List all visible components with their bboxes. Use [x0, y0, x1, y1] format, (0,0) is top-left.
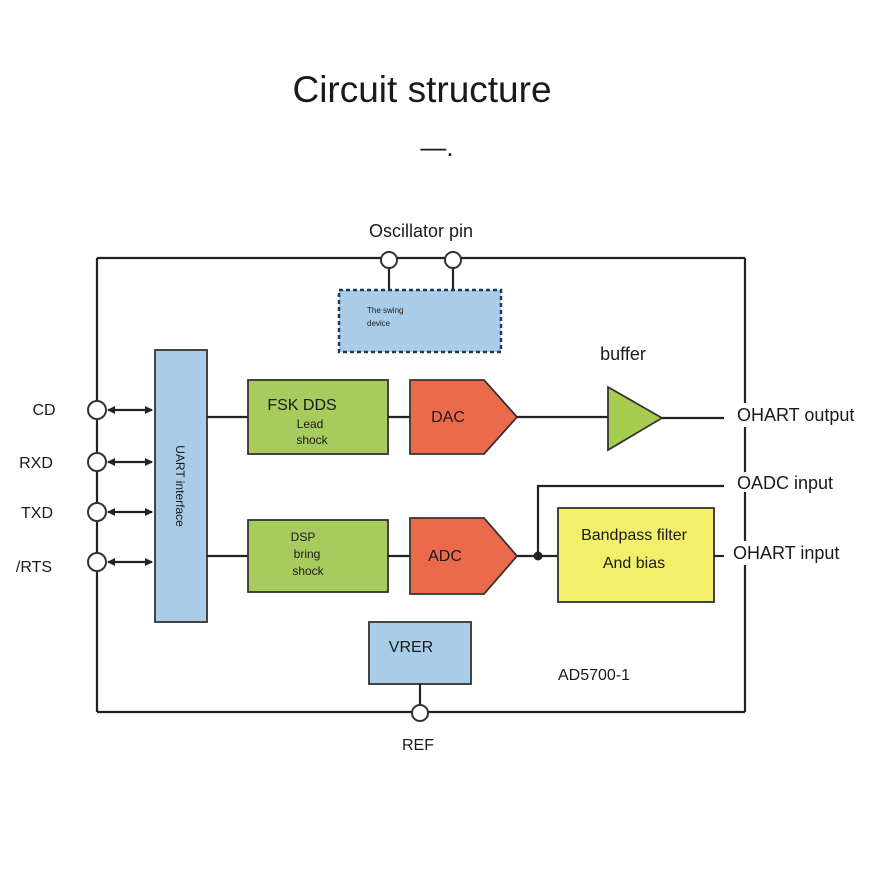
fsk-dds-line2: Lead: [297, 417, 324, 431]
oadc-input-label: OADC input: [737, 473, 833, 493]
ohart-input-label: OHART input: [733, 543, 839, 563]
junction-dot: [533, 551, 543, 561]
adc-label: ADC: [428, 548, 462, 565]
oscillator-pin-1: [380, 251, 398, 269]
swing-device-line1: The swing: [367, 306, 403, 315]
fsk-dds-line1: FSK DDS: [267, 397, 336, 414]
page-title: Circuit structure: [292, 69, 551, 110]
uart-interface-label: UART interface: [173, 445, 187, 527]
pin-txd-label: TXD: [21, 505, 53, 522]
dsp-line2: bring: [294, 547, 321, 561]
pin-rts-label: /RTS: [16, 559, 52, 576]
vref-block: VRER: [368, 621, 472, 685]
pin-txd: TXD: [21, 502, 153, 522]
chip-label: AD5700-1: [558, 667, 630, 684]
pin-cd-label: CD: [32, 402, 55, 419]
pin-rxd-label: RXD: [19, 455, 53, 472]
bandpass-line2: And bias: [603, 555, 665, 572]
ref-pin: [411, 704, 429, 722]
title-mark: —.: [420, 132, 453, 162]
dsp-line1: DSP: [291, 530, 316, 544]
dac-label: DAC: [431, 409, 465, 426]
adc-block: ADC: [409, 517, 519, 595]
vref-label: VRER: [389, 639, 433, 656]
chip-boundary: [95, 256, 747, 714]
oscillator-pin-2: [444, 251, 462, 269]
pin-rts: /RTS: [16, 552, 153, 576]
ref-label: REF: [402, 737, 434, 754]
pin-cd: CD: [32, 400, 153, 420]
fsk-dds-line3: shock: [296, 433, 328, 447]
ohart-output-label: OHART output: [737, 405, 854, 425]
oscillator-pin-label: Oscillator pin: [369, 221, 473, 241]
swing-device-block: The swing device: [337, 288, 503, 354]
dac-block: DAC: [409, 379, 519, 455]
bandpass-filter-block: Bandpass filter And bias: [557, 507, 715, 603]
fsk-dds-block: FSK DDS Lead shock: [247, 379, 389, 455]
bandpass-line1: Bandpass filter: [581, 527, 688, 544]
uart-interface-block: [154, 349, 208, 623]
buffer-label: buffer: [600, 344, 646, 364]
dsp-line3: shock: [292, 564, 324, 578]
dsp-block: DSP bring shock: [247, 519, 389, 593]
buffer-triangle: [607, 385, 664, 452]
pin-rxd: RXD: [19, 452, 153, 472]
wire-oadc-input: [536, 484, 724, 556]
swing-device-line2: device: [367, 319, 391, 328]
